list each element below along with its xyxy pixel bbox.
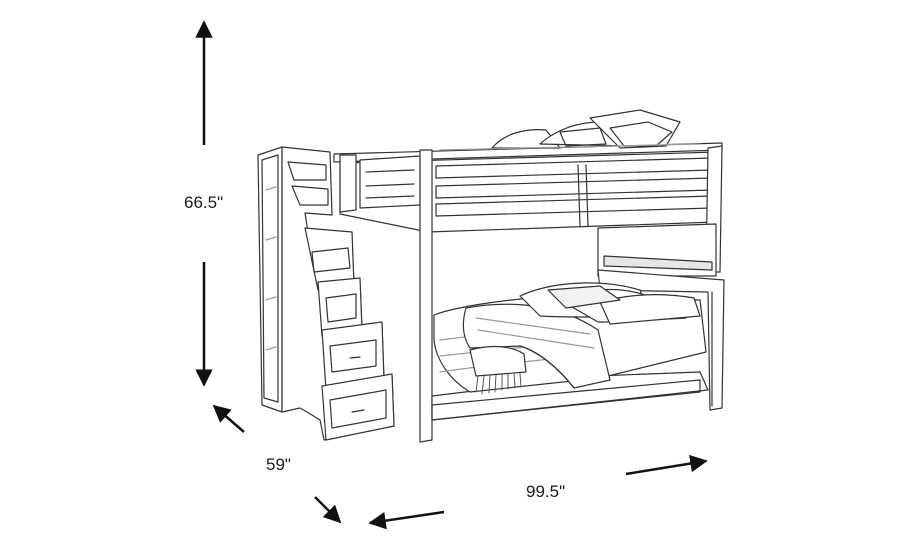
staircase bbox=[281, 146, 395, 441]
lower-pillows bbox=[519, 282, 701, 325]
depth-arrow bbox=[212, 404, 342, 524]
upper-pillows bbox=[491, 109, 681, 149]
upper-mattress-line bbox=[439, 143, 701, 151]
stair-side-panel bbox=[257, 146, 283, 413]
lower-blanket bbox=[462, 303, 611, 389]
depth-dimension-label: 59" bbox=[266, 455, 291, 474]
throw-blanket bbox=[469, 345, 527, 395]
lower-headboard bbox=[597, 223, 725, 411]
height-dimension-label: 66.5" bbox=[184, 193, 224, 212]
width-dimension-label: 99.5" bbox=[526, 482, 566, 501]
upper-bunk bbox=[333, 142, 723, 443]
width-arrow bbox=[368, 454, 708, 530]
